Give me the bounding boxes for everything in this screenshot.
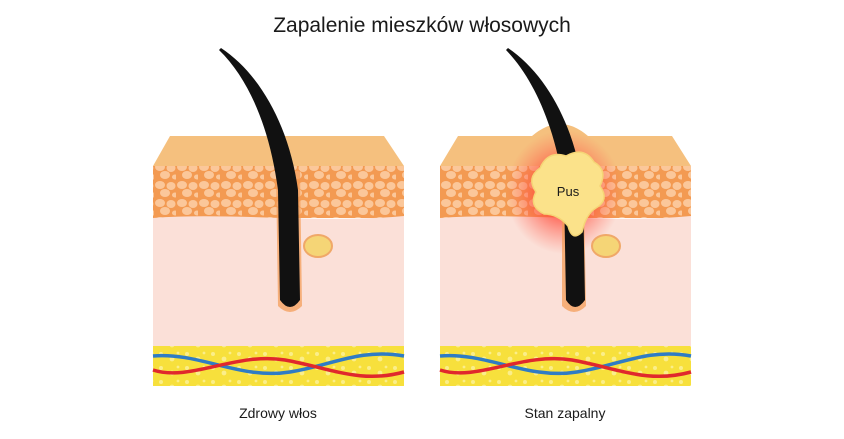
vein: [439, 352, 692, 376]
artery: [439, 356, 692, 379]
artery: [152, 356, 405, 379]
pus-label: Pus: [557, 184, 580, 199]
sebaceous-gland: [303, 234, 333, 258]
sebaceous-gland: [591, 234, 621, 258]
diagram-title: Zapalenie mieszków włosowych: [273, 14, 571, 37]
hair-shaft: [506, 48, 585, 307]
pus-blob: [531, 151, 605, 237]
healthy-caption: Zdrowy włos: [239, 405, 317, 421]
hair-shaft: [219, 48, 300, 307]
vein: [152, 352, 405, 376]
inflamed-caption: Stan zapalny: [524, 405, 606, 421]
fat-layer: [440, 346, 691, 386]
fat-layer: [153, 346, 404, 386]
healthy-panel: [152, 48, 405, 386]
inflamed-panel: Pus: [439, 48, 692, 386]
